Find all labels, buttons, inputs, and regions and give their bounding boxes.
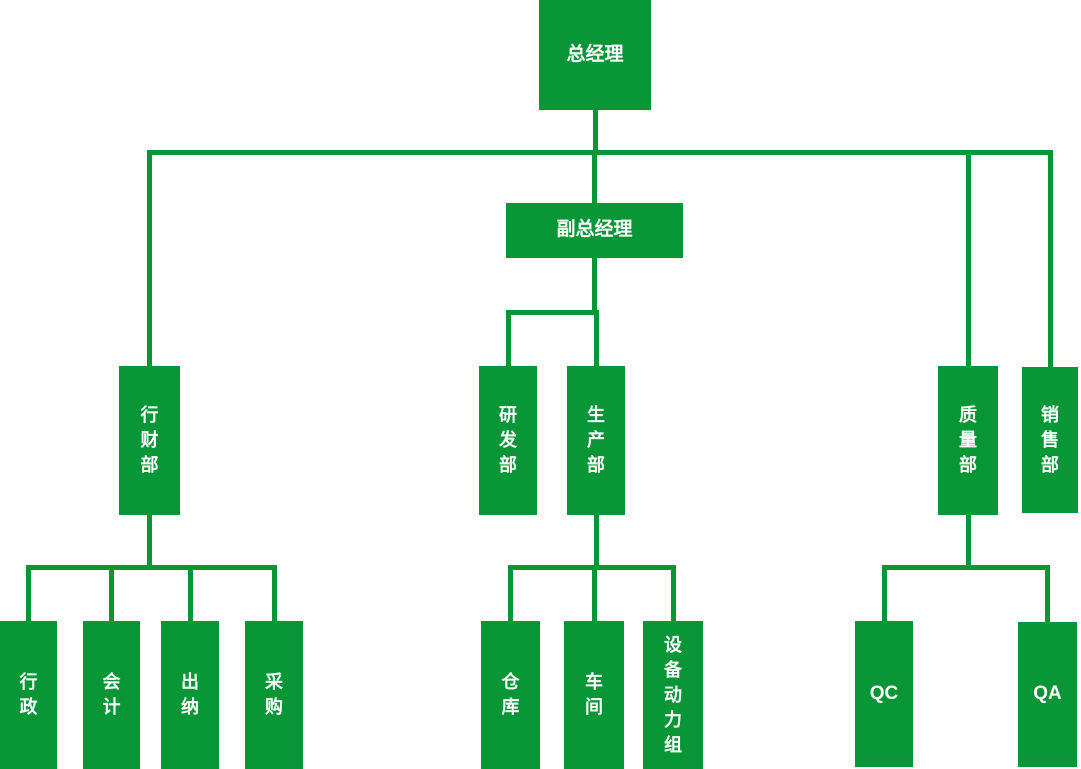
connector-line	[26, 565, 277, 570]
connector-line	[670, 565, 676, 621]
org-node-xsb: 销 售 部	[1022, 367, 1078, 513]
connector-line	[592, 258, 597, 315]
connector-line	[593, 310, 599, 366]
connector-line	[508, 565, 513, 621]
org-node-cn: 出 纳	[161, 621, 219, 769]
org-node-sbdlz: 设 备 动 力 组	[643, 621, 703, 769]
org-node-label: 设 备 动 力 组	[664, 634, 682, 755]
connector-line	[505, 310, 511, 366]
org-node-zlb: 质 量 部	[938, 366, 998, 515]
org-node-label: QC	[869, 682, 899, 704]
connector-line	[26, 565, 31, 621]
org-node-ck: 仓 库	[481, 621, 540, 769]
connector-line	[592, 110, 598, 155]
org-node-label: 会 计	[102, 672, 121, 717]
org-node-scb: 生 产 部	[567, 366, 625, 515]
org-node-xz: 行 政	[0, 621, 57, 769]
connector-line	[505, 310, 599, 315]
org-node-label: 采 购	[265, 672, 283, 717]
connector-line	[592, 150, 597, 203]
org-node-label: 生 产 部	[587, 405, 605, 475]
org-node-qc: QC	[855, 621, 913, 767]
org-node-label: 行 财 部	[140, 405, 159, 475]
org-node-label: 销 售 部	[1041, 404, 1059, 475]
org-node-label: 行 政	[19, 672, 38, 717]
org-node-xcb: 行 财 部	[119, 366, 180, 515]
org-node-label: 车 间	[585, 672, 603, 717]
connector-line	[271, 565, 277, 621]
connector-line	[147, 150, 1053, 155]
connector-line	[965, 515, 971, 570]
connector-line	[881, 565, 1050, 570]
org-node-kj: 会 计	[83, 621, 140, 769]
org-node-gm: 总经理	[539, 0, 651, 110]
connector-line	[881, 565, 887, 621]
org-node-label: 仓 库	[501, 672, 520, 717]
connector-line	[965, 150, 971, 366]
org-node-label: 副总经理	[556, 219, 633, 241]
org-node-cj: 车 间	[564, 621, 624, 769]
org-node-dgm: 副总经理	[506, 203, 683, 258]
org-node-yfb: 研 发 部	[479, 366, 537, 515]
connector-line	[1045, 565, 1050, 622]
connector-line	[591, 565, 597, 621]
org-node-label: QA	[1033, 683, 1062, 705]
connector-line	[109, 565, 114, 621]
org-node-label: 出 纳	[181, 672, 199, 717]
org-node-qa: QA	[1018, 622, 1077, 767]
org-node-label: 质 量 部	[959, 405, 977, 475]
org-node-cg: 采 购	[245, 621, 303, 769]
connector-line	[593, 515, 599, 570]
org-node-label: 总经理	[566, 43, 624, 65]
connector-line	[147, 150, 152, 366]
connector-line	[1047, 150, 1053, 367]
org-node-label: 研 发 部	[499, 405, 517, 475]
connector-line	[147, 515, 152, 570]
connector-line	[187, 565, 193, 621]
